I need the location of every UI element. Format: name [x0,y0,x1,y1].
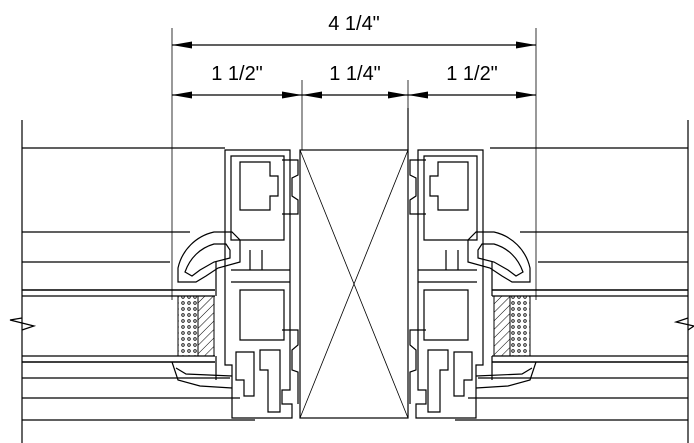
break-line-icon [9,317,37,331]
arrow-left-icon [172,41,192,49]
desiccant-spacer [509,295,531,357]
sealant [197,295,215,357]
dimension-segments: 1 1/2" 1 1/4" 1 1/2" [172,63,536,150]
frame-profile-left [171,149,299,419]
spacer-right [493,295,531,357]
arrow-right-icon [516,41,536,49]
dimension-label-overall: 4 1/4" [328,13,380,35]
arrow-icon [408,91,428,99]
arrow-icon [282,91,302,99]
spacer-left [177,295,215,357]
desiccant-spacer [177,295,199,357]
wall-lines [21,120,689,443]
pressure-plate-left [177,231,241,283]
dimension-label-center: 1 1/4" [329,63,381,85]
dimension-label-right: 1 1/2" [446,63,498,85]
arrow-icon [516,91,536,99]
arrow-icon [302,91,322,99]
center-block [299,108,409,419]
break-line-icon [673,317,694,331]
pressure-plate-right [467,231,531,283]
frame-profile-right [409,149,537,419]
arrow-icon [172,91,192,99]
dimension-label-left: 1 1/2" [211,63,263,85]
sealant [493,295,511,357]
dimension-overall: 4 1/4" [171,13,537,300]
center-block-outline [299,149,409,419]
arrow-icon [388,91,408,99]
